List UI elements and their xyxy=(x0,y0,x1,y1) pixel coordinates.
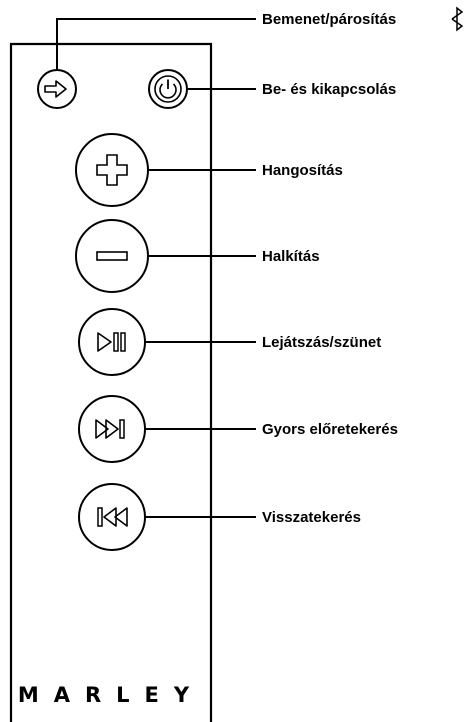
fast-forward-icon xyxy=(95,419,125,439)
input-button[interactable] xyxy=(37,69,77,109)
power-icon xyxy=(154,75,182,103)
fast-forward-button[interactable] xyxy=(78,395,146,463)
minus-icon xyxy=(96,251,128,261)
label-volume-up: Hangosítás xyxy=(262,162,343,179)
label-power: Be- és kikapcsolás xyxy=(262,81,396,98)
play-pause-button[interactable] xyxy=(78,308,146,376)
label-rewind: Visszatekerés xyxy=(262,509,361,526)
play-pause-icon xyxy=(97,332,126,352)
label-fast-forward: Gyors előretekerés xyxy=(262,421,398,438)
leader-line-input xyxy=(56,18,256,70)
power-button[interactable] xyxy=(148,69,188,109)
label-volume-down: Halkítás xyxy=(262,248,320,265)
bluetooth-icon xyxy=(451,6,464,32)
volume-up-button[interactable] xyxy=(75,133,149,207)
label-input: Bemenet/párosítás xyxy=(262,11,396,28)
rewind-icon xyxy=(97,507,128,527)
input-arrow-icon xyxy=(44,80,67,98)
label-play-pause: Lejátszás/szünet xyxy=(262,334,381,351)
volume-down-button[interactable] xyxy=(75,219,149,293)
rewind-button[interactable] xyxy=(78,483,146,551)
brand-logo: MARLEY xyxy=(18,683,204,707)
remote-body xyxy=(9,42,213,722)
plus-icon xyxy=(96,154,128,186)
